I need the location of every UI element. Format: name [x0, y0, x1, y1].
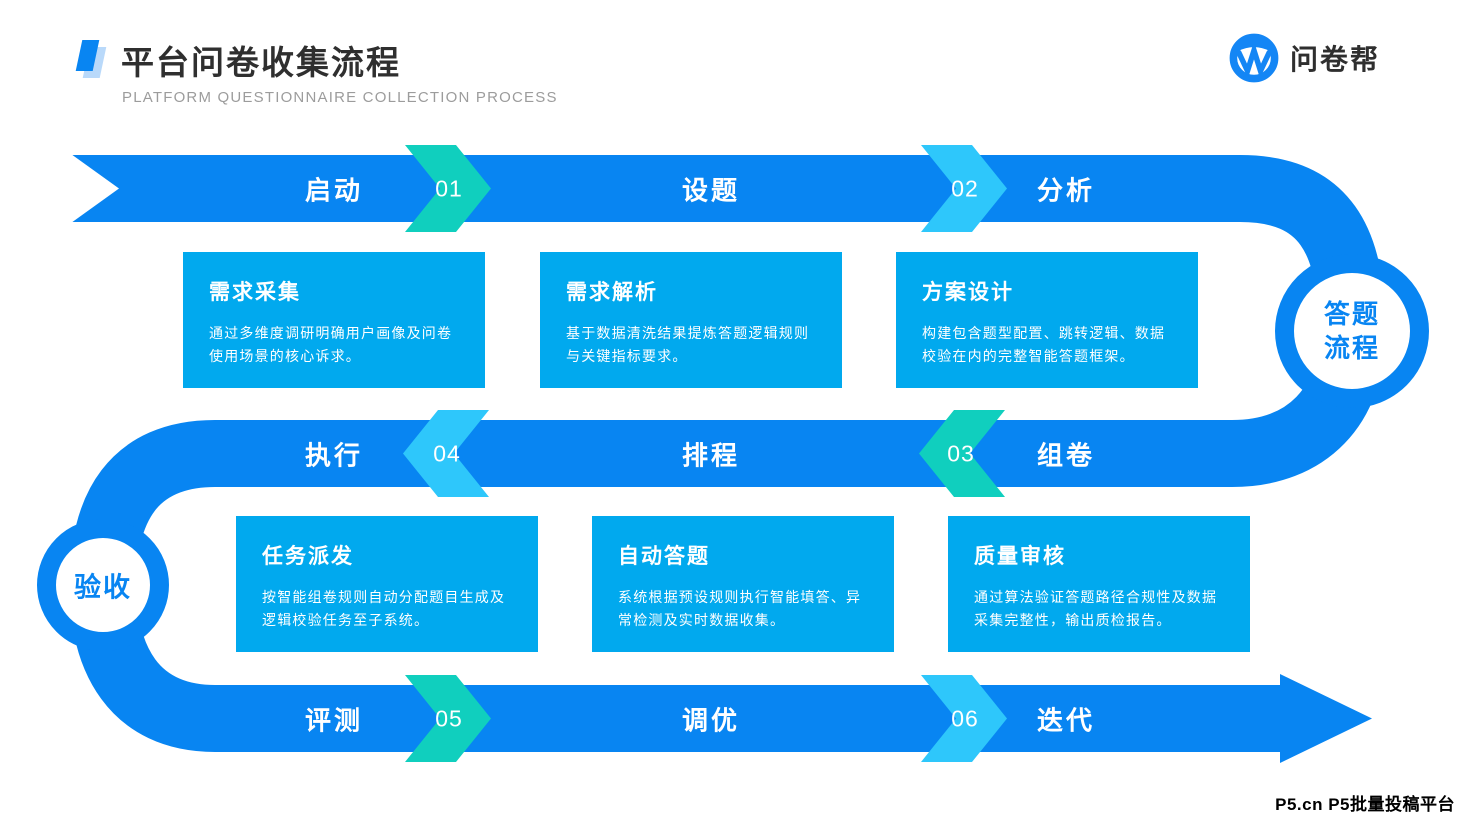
logo-icon [1229, 33, 1279, 83]
logo-text: 问卷帮 [1290, 44, 1381, 75]
step-label-evaluate: 评测 [304, 705, 364, 736]
card-task-dispatch: 任务派发 按智能组卷规则自动分配题目生成及逻辑校验任务至子系统。 [236, 516, 538, 652]
chevron-05-icon [405, 675, 491, 762]
card-solution-design: 方案设计 构建包含题型配置、跳转逻辑、数据校验在内的完整智能答题框架。 [896, 252, 1198, 388]
step-number-03: 03 [947, 440, 975, 467]
answer-process-circle-ring [1275, 254, 1429, 408]
chevron-02-icon [921, 145, 1007, 232]
page-title: 平台问卷收集流程 [121, 44, 401, 81]
card-requirement-collection: 需求采集 通过多维度调研明确用户画像及问卷使用场景的核心诉求。 [183, 252, 485, 388]
step-label-schedule: 排程 [681, 440, 741, 471]
card-description: 基于数据清洗结果提炼答题逻辑规则与关键指标要求。 [566, 325, 810, 365]
step-label-tune: 调优 [681, 705, 741, 736]
step-number-05: 05 [435, 705, 463, 732]
step-label-execute: 执行 [304, 440, 364, 471]
chevron-03-icon [919, 410, 1005, 497]
card-auto-answer: 自动答题 系统根据预设规则执行智能填答、异常检测及实时数据收集。 [592, 516, 894, 652]
answer-process-label: 答题 流程 [1324, 297, 1380, 365]
card-requirement-parsing: 需求解析 基于数据清洗结果提炼答题逻辑规则与关键指标要求。 [540, 252, 842, 388]
step-label-design: 设题 [681, 175, 741, 206]
step-number-06: 06 [951, 705, 979, 732]
card-title: 自动答题 [618, 545, 710, 568]
page-subtitle: PLATFORM QUESTIONNAIRE COLLECTION PROCES… [122, 89, 558, 106]
start-notch-icon [71, 154, 119, 223]
brand-logo: 问卷帮 [1228, 32, 1380, 84]
card-description: 系统根据预设规则执行智能填答、异常检测及实时数据收集。 [618, 589, 862, 629]
watermark: P5.cn P5批量投稿平台 [1275, 795, 1455, 814]
end-arrow-icon [1280, 674, 1372, 763]
card-title: 需求解析 [566, 281, 658, 304]
step-label-start: 启动 [304, 175, 364, 206]
step-label-iterate: 迭代 [1036, 705, 1096, 736]
card-description: 通过多维度调研明确用户画像及问卷使用场景的核心诉求。 [209, 325, 453, 365]
card-title: 质量审核 [974, 545, 1066, 568]
acceptance-label: 验收 [74, 572, 132, 603]
chevron-06-icon [921, 675, 1007, 762]
answer-process-line2: 流程 [1323, 333, 1381, 363]
card-title: 需求采集 [209, 281, 301, 304]
acceptance-circle-ring [37, 519, 169, 651]
card-title: 方案设计 [922, 281, 1014, 304]
answer-process-line1: 答题 [1323, 299, 1381, 329]
step-number-04: 04 [433, 440, 461, 467]
step-number-01: 01 [435, 175, 463, 202]
chevron-01-icon [405, 145, 491, 232]
card-quality-review: 质量审核 通过算法验证答题路径合规性及数据采集完整性，输出质检报告。 [948, 516, 1250, 652]
card-description: 按智能组卷规则自动分配题目生成及逻辑校验任务至子系统。 [262, 589, 506, 629]
card-description: 通过算法验证答题路径合规性及数据采集完整性，输出质检报告。 [974, 589, 1218, 629]
step-label-assemble: 组卷 [1036, 440, 1096, 471]
step-label-analyze: 分析 [1036, 175, 1096, 206]
chevron-04-icon [403, 410, 489, 497]
card-description: 构建包含题型配置、跳转逻辑、数据校验在内的完整智能答题框架。 [922, 325, 1166, 365]
step-number-02: 02 [951, 175, 979, 202]
card-title: 任务派发 [262, 545, 354, 568]
